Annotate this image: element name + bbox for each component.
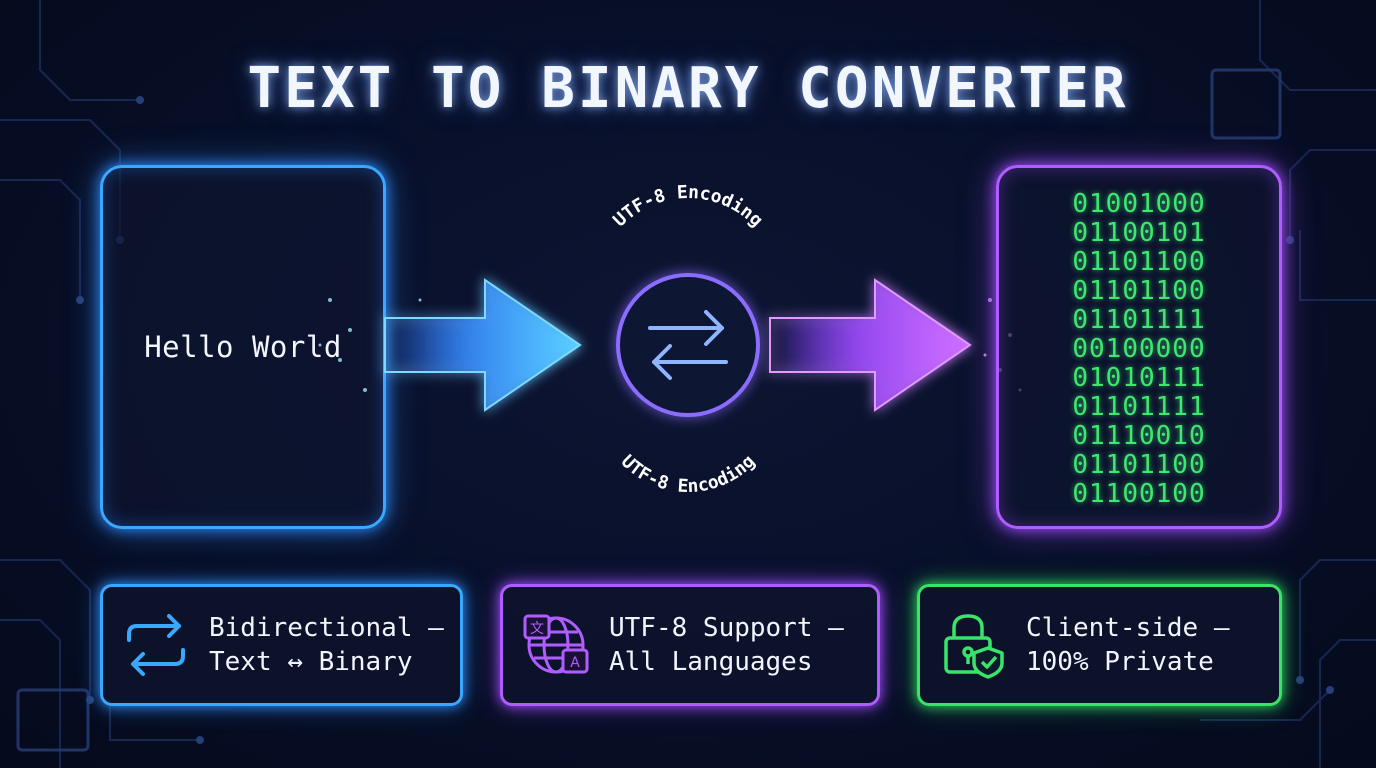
binary-line: 01100100 (1072, 479, 1206, 509)
feature-title: UTF-8 Support — (609, 613, 844, 643)
binary-line: 01101100 (1072, 247, 1206, 277)
feature-title: Client-side — (1026, 613, 1230, 643)
converter-ring (616, 273, 760, 417)
lock-shield-icon (944, 614, 1004, 679)
binary-line: 01101100 (1072, 450, 1206, 480)
page-title: TEXT TO BINARY CONVERTER (247, 56, 1129, 121)
binary-line: 01101111 (1072, 305, 1206, 335)
binary-line: 01101111 (1072, 392, 1206, 422)
feature-card-utf8: 文 A UTF-8 Support — All Languages (500, 584, 880, 706)
feature-subtitle: All Languages (609, 647, 813, 677)
binary-line: 01010111 (1072, 363, 1206, 393)
text-input-panel[interactable]: Hello World (100, 165, 386, 529)
binary-output: 01001000 01100101 01101100 01101100 0110… (999, 190, 1279, 509)
feature-title: Bidirectional — (209, 613, 444, 643)
encoding-label-top: UTF-8 Encoding (609, 182, 767, 231)
binary-line: 00100000 (1072, 334, 1206, 364)
feature-subtitle: Text ↔ Binary (209, 647, 413, 677)
left-flow-arrow (384, 278, 582, 412)
globe-translate-icon: 文 A (523, 614, 589, 674)
input-text: Hello World (144, 330, 342, 364)
svg-text:文: 文 (530, 621, 544, 637)
feature-subtitle: 100% Private (1026, 647, 1214, 677)
swap-arrows-icon (127, 614, 185, 676)
encoding-label-bottom: UTF-8 Encoding (617, 451, 759, 497)
binary-line: 01001000 (1072, 189, 1206, 219)
right-flow-arrow (769, 278, 972, 412)
binary-line: 01100101 (1072, 218, 1206, 248)
svg-text:A: A (570, 655, 580, 671)
feature-card-client-side: Client-side — 100% Private (917, 584, 1282, 706)
swap-arrows-icon (648, 310, 728, 380)
binary-line: 01101100 (1072, 276, 1206, 306)
binary-line: 01110010 (1072, 421, 1206, 451)
binary-output-panel[interactable]: 01001000 01100101 01101100 01101100 0110… (996, 165, 1282, 529)
feature-card-bidirectional: Bidirectional — Text ↔ Binary (100, 584, 463, 706)
